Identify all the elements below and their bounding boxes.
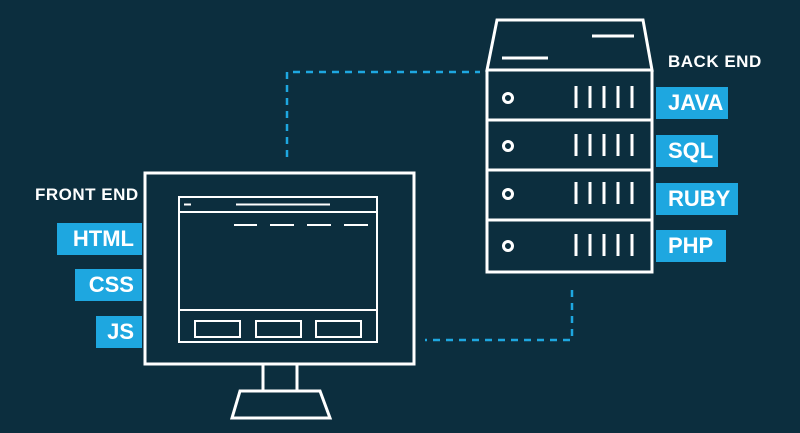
tag-html: HTML bbox=[57, 223, 142, 255]
server-unit-3 bbox=[502, 182, 634, 204]
server-unit-1 bbox=[502, 86, 634, 108]
monitor-stand-neck bbox=[261, 362, 299, 393]
server-unit-2 bbox=[502, 134, 634, 156]
tag-js: JS bbox=[96, 316, 142, 348]
tag-ruby: RUBY bbox=[656, 183, 738, 215]
tag-java: JAVA bbox=[656, 87, 728, 119]
monitor-stand-base bbox=[229, 389, 333, 420]
tag-sql: SQL bbox=[656, 135, 718, 167]
monitor-frame bbox=[143, 171, 416, 366]
tag-css: CSS bbox=[75, 269, 142, 301]
connector-lines bbox=[285, 70, 574, 342]
connector-bottom bbox=[425, 290, 574, 342]
front-end-heading: FRONT END bbox=[35, 185, 139, 204]
server-unit-4 bbox=[502, 234, 634, 256]
browser-window bbox=[178, 196, 378, 343]
monitor-icon bbox=[143, 171, 416, 420]
back-end-heading: BACK END bbox=[668, 52, 762, 71]
connector-top bbox=[285, 70, 480, 157]
server-icon bbox=[485, 18, 654, 274]
tag-php: PHP bbox=[656, 230, 726, 262]
server-top bbox=[485, 18, 654, 72]
